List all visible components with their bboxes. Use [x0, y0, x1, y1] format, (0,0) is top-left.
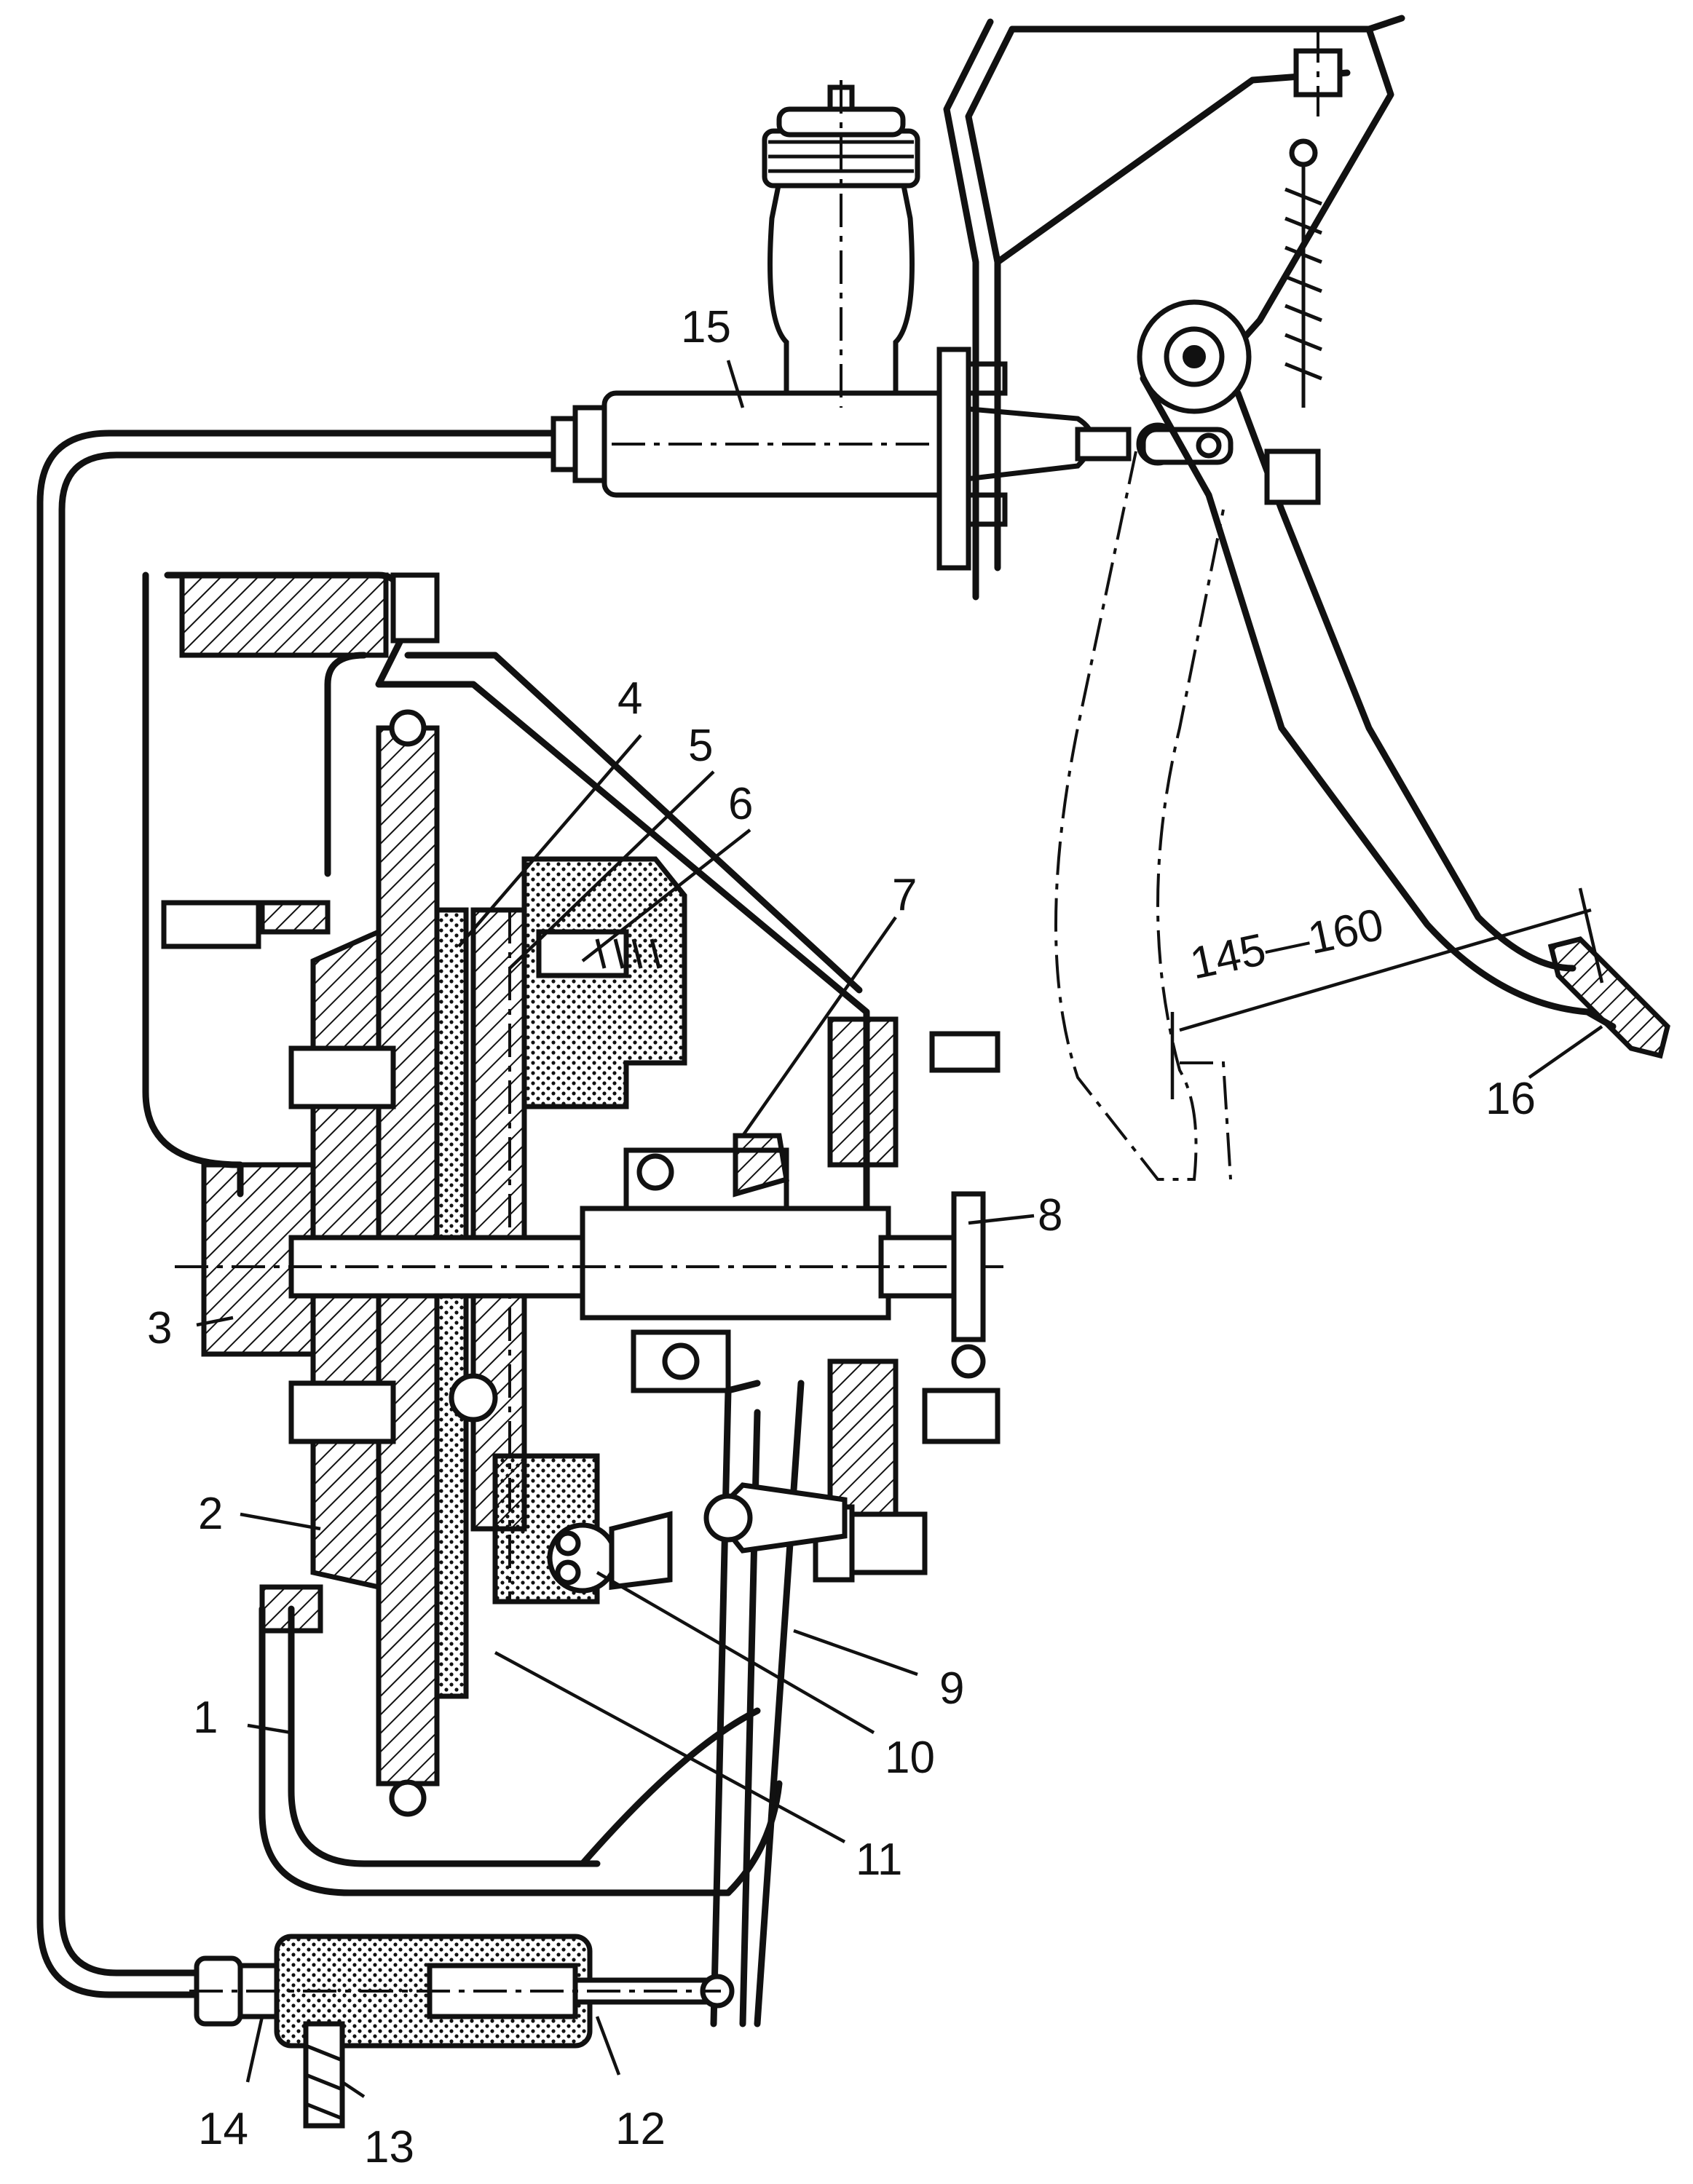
input-shaft	[175, 1133, 1005, 1393]
leader-lines	[196, 360, 1603, 2098]
label-12: 12	[615, 2104, 666, 2154]
label-11: 11	[856, 1835, 902, 1885]
pressure-plate-assembly	[434, 856, 687, 1699]
label-9: 9	[939, 1663, 964, 1714]
label-16: 16	[1485, 1074, 1536, 1124]
hydraulic-pipe	[36, 430, 557, 1998]
pedal-travel-label: 145—160	[1186, 899, 1388, 989]
slave-cylinder	[189, 1934, 735, 2129]
label-7: 7	[892, 870, 917, 920]
release-fork	[547, 1380, 848, 2027]
label-13: 13	[364, 2122, 414, 2172]
label-2: 2	[198, 1489, 223, 1539]
clutch-pedal	[1054, 138, 1670, 1181]
label-6: 6	[728, 779, 753, 829]
label-14: 14	[198, 2104, 248, 2154]
label-3: 3	[147, 1303, 172, 1353]
label-4: 4	[617, 673, 642, 724]
bolts	[161, 572, 1001, 1583]
label-1: 1	[193, 1693, 218, 1743]
label-5: 5	[688, 721, 713, 771]
label-10: 10	[885, 1733, 935, 1783]
reservoir	[762, 80, 920, 408]
label-15: 15	[681, 302, 731, 352]
label-8: 8	[1038, 1190, 1062, 1241]
pedal-travel-dimension: 145—160	[1170, 887, 1604, 1099]
callout-labels: 1 2 3 4 5 6 7 8 9 10 11 12 13 14 15 16	[147, 302, 1536, 2172]
